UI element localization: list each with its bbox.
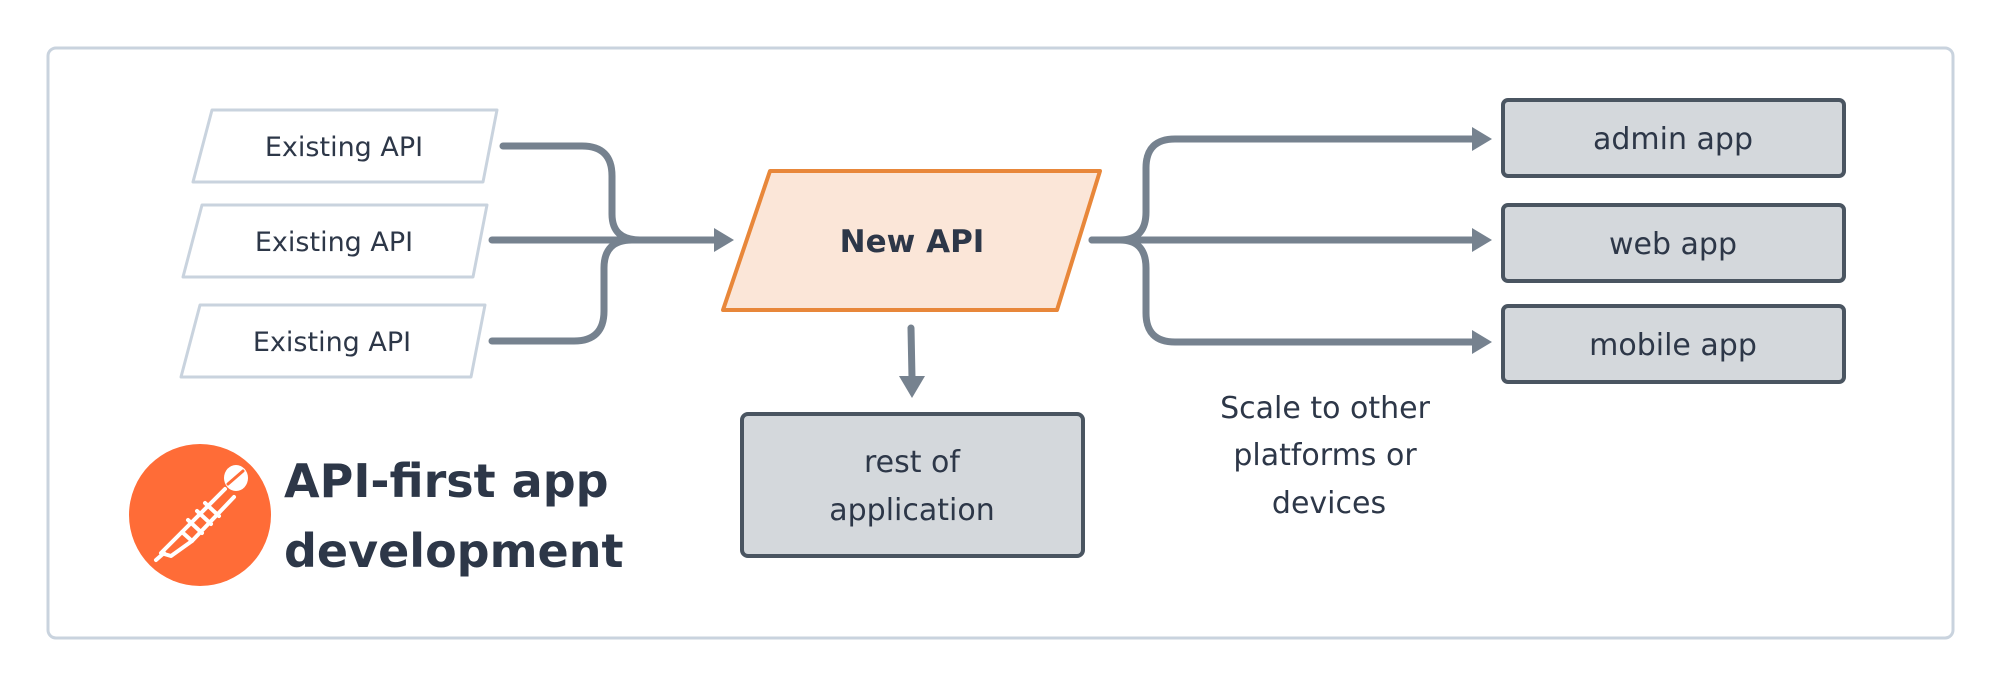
- input-node-1: Existing API: [191, 108, 499, 184]
- input-node-3: Existing API: [179, 303, 487, 379]
- rest-arrowhead: [899, 376, 925, 398]
- output-node-mobile-app: mobile app: [1501, 304, 1846, 384]
- input-node-label: Existing API: [265, 132, 423, 163]
- postman-logo-icon: [129, 444, 271, 586]
- new-api-label: New API: [840, 224, 985, 260]
- output-node-web-app: web app: [1501, 203, 1846, 283]
- input-node-label: Existing API: [253, 327, 411, 358]
- rest-label-line1: rest of: [864, 445, 961, 480]
- input-connector-3: [488, 236, 636, 345]
- input-arrowhead: [714, 228, 734, 252]
- input-node-2: Existing API: [181, 203, 489, 279]
- rest-label-line2: application: [829, 493, 994, 528]
- output-node-label: mobile app: [1589, 328, 1757, 363]
- output-node-label: web app: [1609, 227, 1737, 262]
- new-api-node: New API: [721, 169, 1102, 312]
- scale-note-line2: platforms or: [1233, 438, 1417, 473]
- diagram-frame: [46, 46, 1955, 640]
- output-arrowhead-1: [1472, 127, 1492, 151]
- rest-of-application-node: rest of application: [740, 412, 1085, 558]
- output-arrowhead-2: [1472, 228, 1492, 252]
- scale-note-line3: devices: [1272, 486, 1386, 521]
- output-node-label: admin app: [1593, 122, 1753, 157]
- scale-note-line1: Scale to other: [1220, 391, 1430, 426]
- brand-title-line1: API-first app: [284, 454, 609, 508]
- brand-title-line2: development: [284, 524, 623, 578]
- rest-connector: [907, 324, 916, 382]
- scale-note: Scale to other platforms or devices: [1220, 391, 1430, 521]
- output-arrowhead-3: [1472, 330, 1492, 354]
- input-node-label: Existing API: [255, 227, 413, 258]
- output-node-admin-app: admin app: [1501, 98, 1846, 178]
- output-connector-3: [1116, 236, 1478, 346]
